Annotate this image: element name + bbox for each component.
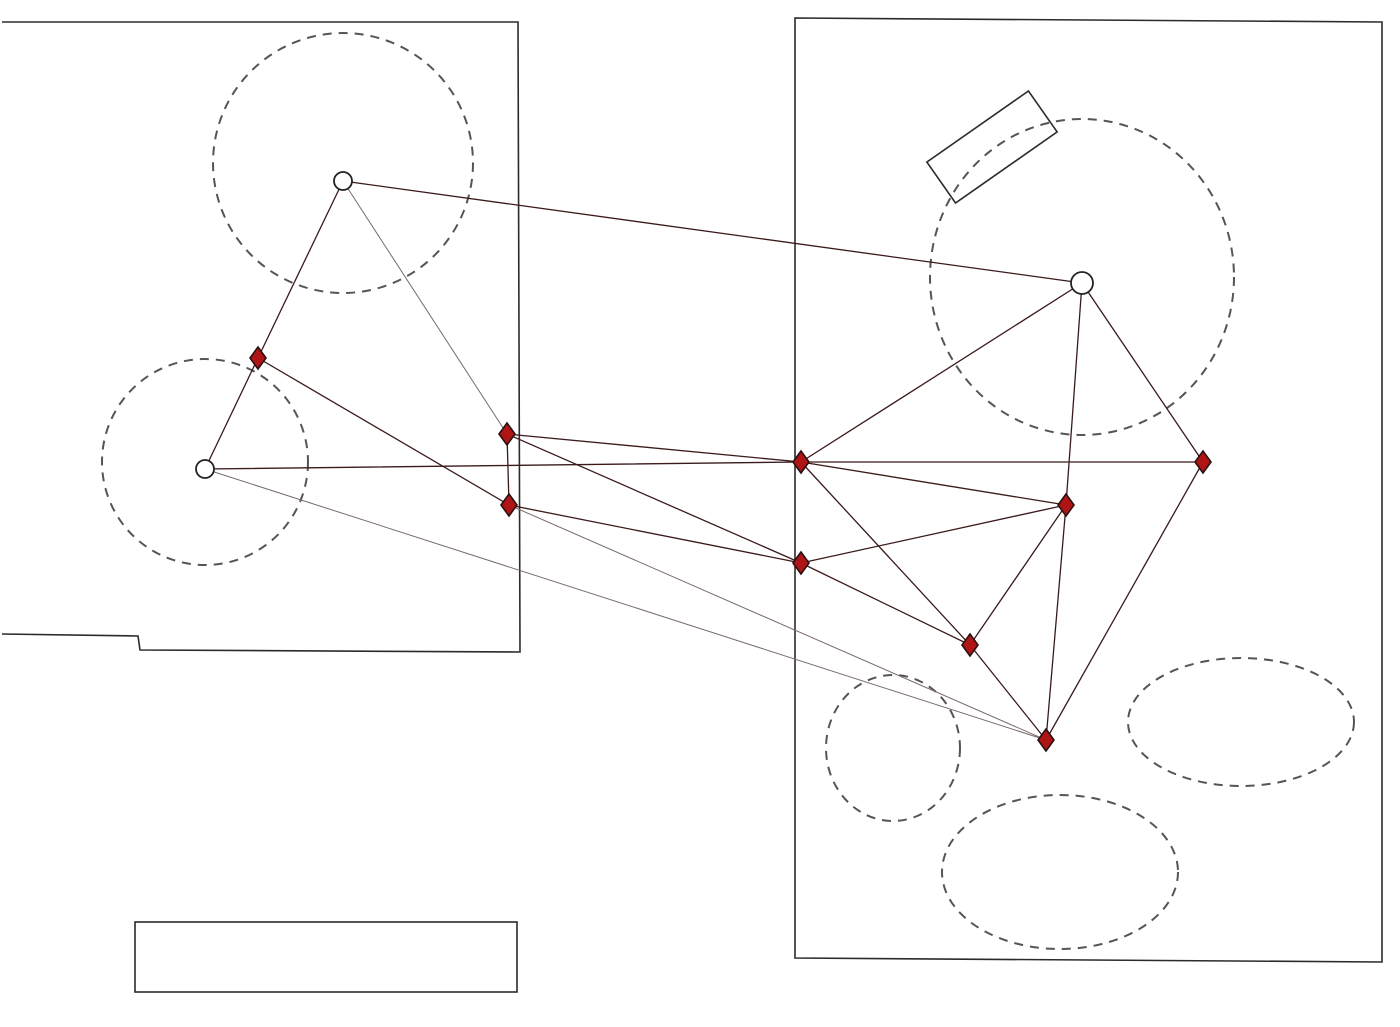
edge-n5-n8: [800, 562, 971, 646]
hub-circle-icon-2: [195, 459, 215, 479]
edge-h1-n2: [342, 180, 508, 435]
diamond-node-icon-7: [1057, 492, 1075, 518]
edge-n1-n3: [257, 357, 510, 506]
network-hubs: [195, 171, 1094, 479]
bottom-left-bench: [134, 921, 518, 993]
edge-h1-n1: [257, 180, 344, 359]
diamond-node-icon-2: [498, 421, 516, 447]
edge-n7-n8: [969, 504, 1067, 646]
edge-n7-n9: [1045, 504, 1067, 741]
edge-h2-n9: [204, 468, 1047, 741]
room-outlines: [1, 17, 1383, 993]
network-edges: [204, 180, 1204, 741]
zone-mid-left: [101, 358, 309, 566]
zone-bottom-right-b: [1127, 657, 1355, 787]
edge-h2-n4: [204, 461, 802, 470]
edge-n5-n7: [800, 504, 1067, 564]
tilted-table: [925, 89, 1059, 205]
diamond-node-icon-4: [792, 449, 810, 475]
coverage-zones: [101, 32, 1355, 950]
edge-h3-n4: [800, 282, 1083, 463]
diamond-node-icon-5: [792, 550, 810, 576]
left-room-outline: [1, 21, 521, 653]
diamond-node-icon-8: [961, 632, 979, 658]
right-room-outline: [794, 17, 1383, 963]
hub-circle-icon-3: [1070, 271, 1094, 295]
diamond-node-icon-9: [1037, 727, 1055, 753]
zone-top-left: [212, 32, 474, 294]
edge-h3-n7: [1065, 282, 1083, 506]
edge-n8-n9: [969, 644, 1047, 741]
edge-n2-n4: [506, 433, 802, 463]
zone-bottom-right-a: [825, 674, 961, 822]
edge-h1-h3: [342, 180, 1083, 284]
diamond-node-icon-6: [1194, 449, 1212, 475]
zone-top-right: [929, 118, 1235, 436]
edge-n6-n9: [1045, 461, 1204, 741]
edge-n4-n8: [800, 461, 971, 646]
edge-n4-n7: [800, 461, 1067, 506]
edge-n3-n9: [508, 504, 1047, 741]
edge-n2-n5: [506, 433, 802, 564]
edge-h2-n1: [204, 357, 259, 470]
zone-bottom-right-c: [941, 794, 1179, 950]
diamond-node-icon-1: [249, 345, 267, 371]
network-nodes: [249, 345, 1212, 753]
diamond-node-icon-3: [500, 492, 518, 518]
edge-n3-n5: [508, 504, 802, 564]
hub-circle-icon-1: [333, 171, 353, 191]
edge-h3-n6: [1081, 282, 1204, 463]
